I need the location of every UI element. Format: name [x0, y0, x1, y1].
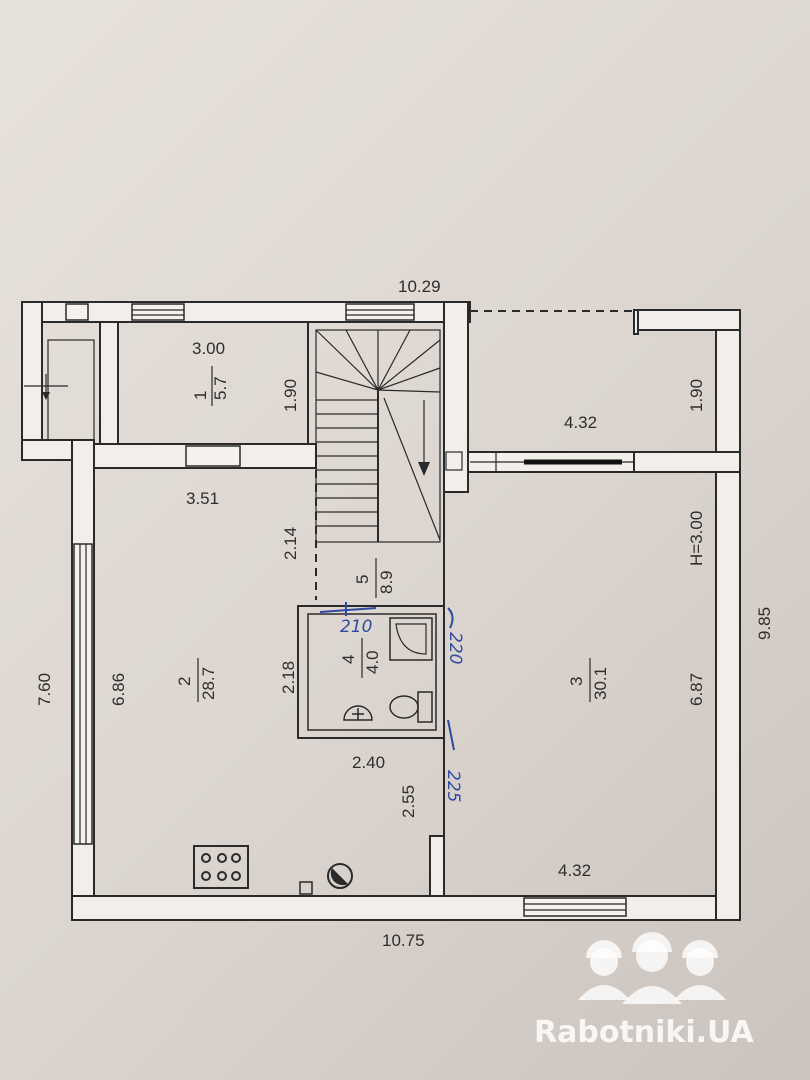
- bathroom: [297, 605, 445, 739]
- wall-room1-left: [99, 321, 119, 445]
- room-5-area: 8.9: [377, 570, 396, 594]
- dim-room3-height: 6.87: [687, 673, 706, 706]
- dim-bottom-width: 10.75: [382, 931, 425, 950]
- dim-corridor-b: 2.18: [279, 661, 298, 694]
- wall-center-upper: [443, 301, 469, 493]
- handwritten-220: 220: [445, 632, 465, 664]
- stairs: [315, 329, 463, 543]
- dim-lower-c: 2.55: [399, 785, 418, 818]
- watermark-text: Rabotniki.UA: [534, 1015, 754, 1050]
- room-5-number: 5: [353, 575, 372, 584]
- dim-room1-depth: 1.90: [281, 379, 300, 412]
- room-2-number: 2: [175, 677, 194, 686]
- dim-right-top-width: 4.32: [564, 413, 597, 432]
- room-2-area: 28.7: [199, 667, 218, 700]
- wall-left-upper: [21, 301, 43, 445]
- window-left: [73, 543, 93, 845]
- small-box-icon: [299, 881, 313, 895]
- interior-walls: [93, 321, 741, 897]
- handwritten-225: 225: [443, 770, 463, 802]
- windows: [65, 303, 627, 917]
- window-top-2: [345, 303, 415, 321]
- dim-room2-width: 3.51: [186, 489, 219, 508]
- shower-tray-icon: [389, 617, 433, 661]
- dim-room2-height: 6.86: [109, 673, 128, 706]
- room-labels: 1 5.7 2 28.7 3 30.1 4 4.0 5 8.9: [175, 366, 610, 702]
- stove-icon: [193, 845, 249, 889]
- stair-arrow-icon: [418, 462, 430, 476]
- wall-top-right: [633, 309, 741, 331]
- toilet-icon: [389, 691, 433, 723]
- handwritten-annotations: 210 220 225: [319, 602, 465, 802]
- wall-top-right-return: [633, 309, 639, 335]
- dimension-labels: 10.29 10.75 7.60 9.85 3.00 1.90 1.90 4.3…: [35, 277, 774, 950]
- room-1-area: 5.7: [211, 376, 230, 400]
- handwritten-210: 210: [340, 617, 372, 637]
- workers-logo-icon: [578, 932, 726, 1004]
- dim-left-height: 7.60: [35, 673, 54, 706]
- dim-room3-bottom-width: 4.32: [558, 861, 591, 880]
- wall-room3-top-right: [633, 451, 741, 473]
- room-3-label: 3 30.1: [567, 658, 610, 702]
- room-5-label: 5 8.9: [353, 558, 396, 598]
- window-left-wing: [65, 303, 89, 321]
- wall-lower-partition: [429, 835, 445, 897]
- room-2-label: 2 28.7: [175, 658, 218, 702]
- boiler-icon: [327, 863, 353, 889]
- dim-corridor-a: 2.14: [281, 527, 300, 560]
- dim-right-height: 9.85: [755, 607, 774, 640]
- room-4-number: 4: [339, 655, 358, 664]
- dim-ceiling-height: H=3.00: [687, 511, 706, 566]
- room-1-label: 1 5.7: [191, 366, 230, 406]
- dim-room1-width: 3.00: [192, 339, 225, 358]
- room-1-number: 1: [191, 391, 210, 400]
- window-top-1: [131, 303, 185, 321]
- window-room1-bottom: [185, 445, 241, 467]
- watermark: Rabotniki.UA: [534, 932, 754, 1050]
- sink-icon: [343, 705, 373, 721]
- wall-right: [715, 309, 741, 921]
- room-3-number: 3: [567, 677, 586, 686]
- dim-right-top-depth: 1.90: [687, 379, 706, 412]
- wall-bottom: [71, 895, 741, 921]
- room-4-label: 4 4.0: [339, 638, 382, 678]
- room-4-area: 4.0: [363, 650, 382, 674]
- sliding-door: [470, 452, 634, 472]
- window-bottom: [523, 897, 627, 917]
- room-3-area: 30.1: [591, 667, 610, 700]
- dim-bath-width: 2.40: [352, 753, 385, 772]
- vestibule: [47, 339, 95, 441]
- outer-walls: [21, 301, 741, 921]
- dim-top-width: 10.29: [398, 277, 441, 296]
